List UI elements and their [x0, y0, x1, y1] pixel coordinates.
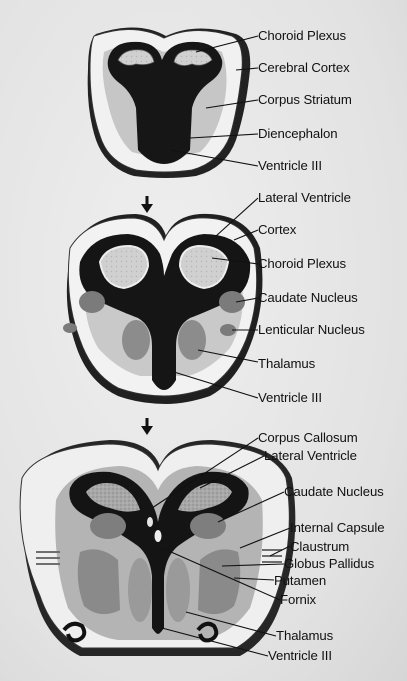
- label-cortex: Cortex: [258, 222, 297, 237]
- label-caudate-nucleus-3: Caudate Nucleus: [284, 484, 384, 499]
- stage-3-lateral-ventricles: [69, 471, 249, 634]
- label-cerebral-cortex: Cerebral Cortex: [258, 60, 350, 75]
- stage-2-caudate-left: [79, 291, 105, 313]
- stage-1-section: [87, 27, 251, 178]
- stage-2-choroid-plexus-right: [178, 244, 230, 290]
- label-ventricle-iii-2: Ventricle III: [258, 390, 322, 405]
- stage-2-caudate-right: [219, 291, 245, 313]
- label-globus-pallidus: Globus Pallidus: [284, 556, 375, 571]
- label-ventricle-iii-1: Ventricle III: [258, 158, 322, 173]
- down-arrow-1: [141, 196, 153, 213]
- stage-3-fornix: [154, 530, 162, 542]
- label-lateral-ventricle-3: Lateral Ventricle: [264, 448, 357, 463]
- stage-3-choroid-right: [178, 483, 232, 512]
- label-thalamus-2: Thalamus: [258, 356, 316, 371]
- stage-3-caudate-right: [190, 513, 226, 539]
- label-claustrum: Claustrum: [290, 539, 350, 554]
- stage-3-putamen-right: [198, 549, 241, 615]
- stage-3-corpus-callosum-mark: [147, 517, 153, 527]
- stage-3-thalamus-left: [128, 558, 152, 622]
- stage-2-thalamus-right: [178, 320, 206, 360]
- down-arrow-2: [141, 418, 153, 435]
- stage-3-caudate-left: [90, 513, 126, 539]
- stage-2-section: [63, 213, 263, 404]
- stage-1-ventricle: [107, 41, 223, 165]
- label-putamen: Putamen: [274, 573, 327, 588]
- label-choroid-plexus-1: Choroid Plexus: [258, 28, 347, 43]
- leader-lines: [151, 35, 291, 657]
- stage-3-putamen-left: [77, 549, 120, 615]
- label-thalamus-3: Thalamus: [276, 628, 334, 643]
- label-corpus-striatum: Corpus Striatum: [258, 92, 352, 107]
- label-choroid-plexus-2: Choroid Plexus: [258, 256, 347, 271]
- stage-3-temporal-curl-left: [62, 621, 87, 643]
- label-corpus-callosum: Corpus Callosum: [258, 430, 358, 445]
- stage-3-choroid-left: [86, 483, 140, 512]
- stage-3-section: [19, 440, 296, 656]
- label-diencephalon: Diencephalon: [258, 126, 338, 141]
- stage-3-thalamus-right: [166, 558, 190, 622]
- label-fornix: Fornix: [280, 592, 317, 607]
- label-caudate-nucleus-2: Caudate Nucleus: [258, 290, 358, 305]
- label-lenticular-nucleus: Lenticular Nucleus: [258, 322, 365, 337]
- label-lateral-ventricle-2: Lateral Ventricle: [258, 190, 351, 205]
- label-ventricle-iii-3: Ventricle III: [268, 648, 332, 663]
- stage-3-capsule-stripes: [36, 549, 282, 565]
- stage-2-lenticular-right: [220, 324, 236, 336]
- stage-2-lenticular-left: [63, 323, 77, 333]
- stage-2-thalamus-left: [122, 320, 150, 360]
- label-internal-capsule: Internal Capsule: [290, 520, 385, 535]
- stage-1-choroid-plexus: [117, 49, 213, 66]
- stage-2-choroid-plexus-left: [98, 244, 150, 290]
